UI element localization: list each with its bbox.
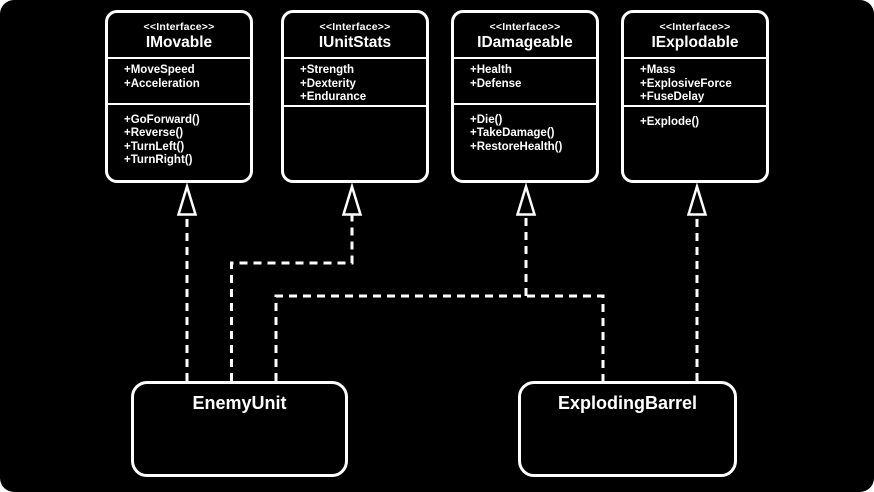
stereotype-label: <<Interface>>: [143, 20, 215, 33]
method-row: +GoForward(): [124, 113, 200, 126]
interface-header: <<Interface>> IDamageable: [454, 13, 596, 59]
interface-name: IDamageable: [477, 33, 573, 51]
realization-arrowhead-iexplodable: [686, 182, 708, 216]
attribute-row: +FuseDelay: [640, 91, 705, 103]
method-row: +Explode(): [640, 115, 700, 128]
attribute-row: +Dexterity: [300, 77, 356, 90]
interface-name: IUnitStats: [318, 33, 392, 51]
stereotype-label: <<Interface>>: [489, 20, 561, 33]
class-box-enemyunit: EnemyUnit: [131, 381, 348, 477]
attributes-section: +Health +Defense: [454, 59, 596, 105]
methods-section: +Die() +TakeDamage() +RestoreHealth(): [454, 105, 596, 181]
realization-arrowhead-imovable: [176, 182, 198, 216]
attributes-section: +Strength +Dexterity +Endurance: [284, 59, 426, 107]
methods-section: +GoForward() +Reverse() +TurnLeft() +Tur…: [108, 105, 250, 181]
class-box-explodingbarrel: ExplodingBarrel: [518, 381, 737, 477]
attributes-section: +Mass +ExplosiveForce +FuseDelay: [624, 59, 766, 107]
attribute-row: +Acceleration: [124, 77, 200, 90]
interface-box-imovable: <<Interface>> IMovable +MoveSpeed +Accel…: [105, 10, 253, 183]
attribute-row: +ExplosiveForce: [640, 77, 732, 90]
method-row: +TakeDamage(): [470, 127, 555, 139]
interface-name: IExplodable: [651, 33, 739, 51]
methods-section: +Explode(): [624, 107, 766, 181]
attribute-row: +Health: [470, 64, 512, 76]
class-name: EnemyUnit: [192, 393, 287, 413]
attribute-row: +Mass: [640, 64, 676, 76]
attribute-row: +Endurance: [300, 91, 367, 103]
interface-name: IMovable: [145, 33, 213, 51]
method-row: +TurnLeft(): [124, 140, 185, 153]
connector-enemyunit-iunitstats: [230, 215, 354, 381]
interface-box-idamageable: <<Interface>> IDamageable +Health +Defen…: [451, 10, 599, 183]
attribute-row: +MoveSpeed: [124, 64, 195, 76]
realization-arrowhead-idamageable: [515, 182, 537, 216]
class-name: ExplodingBarrel: [557, 393, 698, 413]
interface-header: <<Interface>> IUnitStats: [284, 13, 426, 59]
interface-box-iexplodable: <<Interface>> IExplodable +Mass +Explosi…: [621, 10, 769, 183]
attributes-section: +MoveSpeed +Acceleration: [108, 59, 250, 105]
method-row: +RestoreHealth(): [470, 140, 563, 153]
attribute-row: +Strength: [300, 64, 354, 76]
interface-header: <<Interface>> IMovable: [108, 13, 250, 59]
method-row: +Die(): [470, 113, 503, 126]
methods-section: [284, 107, 426, 181]
method-row: +Reverse(): [124, 127, 184, 139]
attribute-row: +Defense: [470, 77, 522, 90]
connector-enemyunit-idamageable: [274, 294, 605, 381]
stereotype-label: <<Interface>>: [659, 20, 731, 33]
interface-box-iunitstats: <<Interface>> IUnitStats +Strength +Dext…: [281, 10, 429, 183]
realization-arrowhead-iunitstats: [341, 182, 363, 216]
interface-header: <<Interface>> IExplodable: [624, 13, 766, 59]
stereotype-label: <<Interface>>: [319, 20, 391, 33]
method-row: +TurnRight(): [124, 154, 193, 166]
